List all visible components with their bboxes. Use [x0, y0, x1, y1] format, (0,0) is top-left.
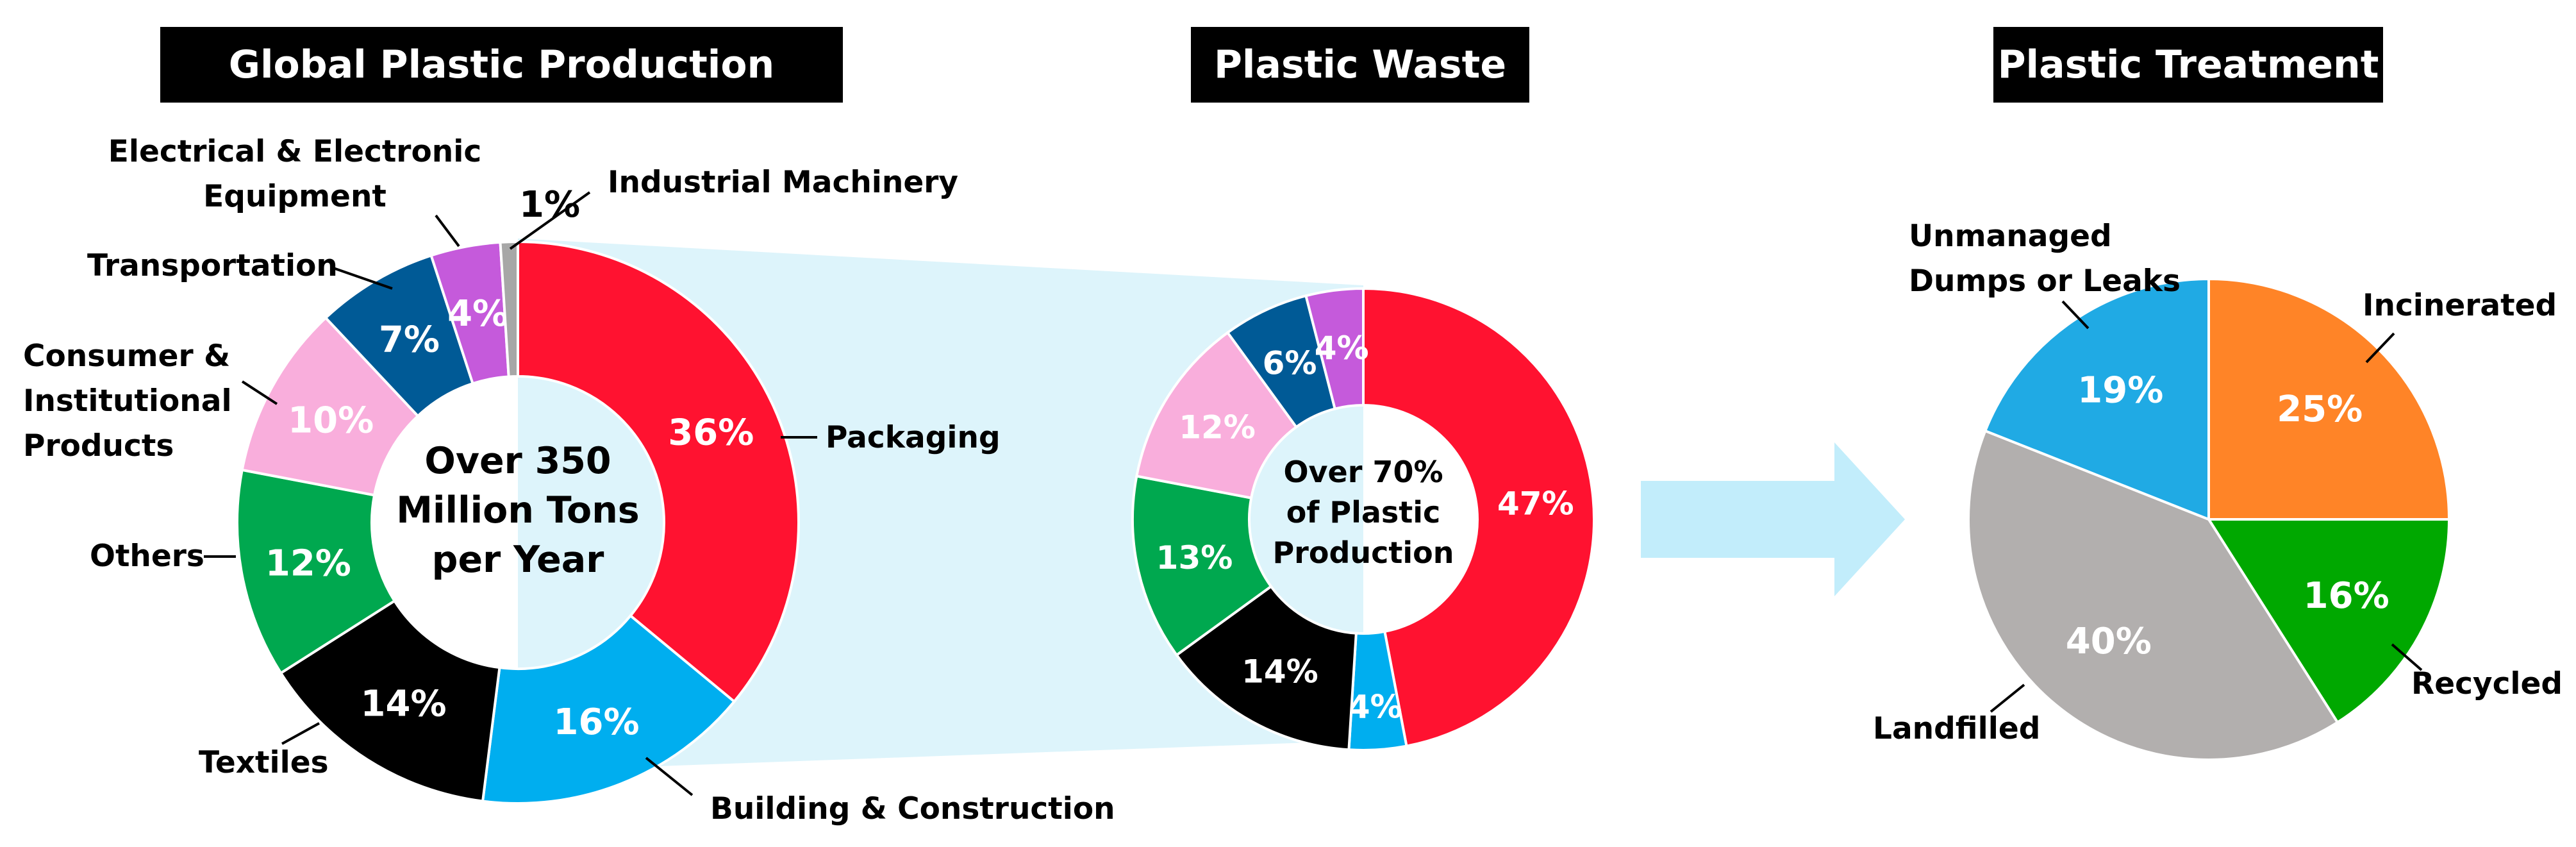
waste-value-label-slice-2: 4%: [1348, 688, 1402, 725]
leader-industrial-machinery: [509, 191, 591, 250]
production-center-line-2: Million Tons: [396, 489, 639, 532]
treatment-value-label-incinerated: 25%: [2277, 389, 2363, 430]
waste-center-line-2: of Plastic: [1286, 495, 1441, 530]
treatment-slice-landfilled: [1967, 429, 2339, 761]
label-others: Others: [90, 539, 204, 574]
treatment-value-label-landfilled: 40%: [2066, 621, 2152, 662]
label-transportation: Transportation: [87, 248, 338, 283]
label-landfilled: Landfilled: [1873, 711, 2040, 746]
waste-slice-slice-4: [1131, 474, 1273, 657]
flow-arrow: [1641, 442, 1905, 596]
leader-incinerated: [2365, 332, 2395, 364]
leader-electrical: [435, 214, 460, 247]
label-incinerated: Incinerated: [2363, 288, 2557, 323]
label-packaging: Packaging: [826, 420, 1001, 455]
production-slice-others: [236, 468, 397, 675]
production-slice-building-and-construction: [481, 614, 736, 805]
production-value-label-others: 12%: [265, 543, 351, 585]
waste-value-label-slice-5: 12%: [1179, 408, 1256, 446]
waste-center-line-3: Production: [1272, 535, 1454, 570]
production-value-label-textiles: 14%: [361, 683, 447, 725]
production-value-label-consumer-and-institutional-products: 10%: [288, 400, 374, 442]
leader-textiles: [281, 722, 320, 745]
waste-value-label-slice-6: 6%: [1263, 345, 1317, 382]
treatment-value-label-unmanaged-dumps-or-leaks: 19%: [2077, 370, 2163, 412]
label-industrial-machinery: Industrial Machinery: [608, 165, 958, 200]
leader-unmanaged: [2061, 300, 2090, 330]
production-slice-textiles: [279, 599, 501, 803]
leader-landfilled: [1990, 683, 2025, 713]
waste-value-label-slice-7: 4%: [1315, 330, 1369, 367]
production-donut: 36% 16% 14% 12% 10%7%4%: [236, 240, 800, 805]
production-value-label-building-and-construction: 16%: [554, 701, 640, 743]
waste-center-text: Over 70% of Plastic Production: [1272, 455, 1454, 570]
treatment-pie: 25% 16% 40% 19%: [1967, 277, 2451, 761]
waste-value-label-slice-1: 47%: [1497, 485, 1574, 523]
production-center-text: Over 350 Million Tons per Year: [396, 440, 639, 581]
waste-title: Plastic Waste: [1191, 27, 1529, 103]
production-slice-packaging: [517, 240, 800, 704]
production-value-label-transportation: 7%: [379, 319, 440, 361]
waste-slice-slice-1: [1362, 287, 1595, 748]
waste-donut: 47%4%14%13%12%6%4%: [1131, 287, 1595, 751]
production-slice-industrial-machinery: [499, 240, 519, 378]
production-center-line-3: per Year: [432, 539, 604, 581]
treatment-value-label-recycled: 16%: [2304, 575, 2389, 617]
production-value-label-packaging: 36%: [668, 412, 754, 453]
label-recycled: Recycled: [2411, 666, 2563, 701]
leader-transportation: [333, 267, 393, 290]
leader-recycled: [2391, 643, 2423, 671]
waste-value-label-slice-4: 13%: [1156, 539, 1233, 576]
production-value-label-electrical-and-electronic-equipment: 4%: [447, 293, 508, 335]
label-textiles: Textiles: [199, 745, 329, 780]
treatment-slice-unmanaged-dumps-or-leaks: [1983, 277, 2210, 521]
label-building-construction: Building & Construction: [710, 791, 1115, 826]
production-title: Global Plastic Production: [160, 27, 843, 103]
treatment-slice-recycled: [2206, 518, 2451, 725]
waste-slice-slice-7: [1304, 287, 1365, 411]
waste-slice-slice-3: [1174, 584, 1358, 751]
leader-building-construction: [645, 757, 694, 796]
treatment-title: Plastic Treatment: [1993, 27, 2383, 103]
waste-center-line-1: Over 70%: [1283, 455, 1443, 489]
production-center-line-1: Over 350: [424, 440, 611, 482]
leader-consumer: [241, 380, 278, 405]
waste-value-label-slice-3: 14%: [1242, 653, 1318, 691]
